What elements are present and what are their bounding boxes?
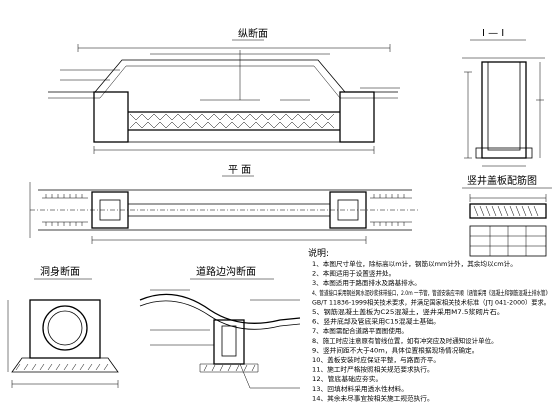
note-line: 14、其余未尽事宜按相关施工规范执行。 bbox=[312, 393, 434, 402]
left-well bbox=[93, 91, 129, 143]
plan-right-well bbox=[329, 191, 367, 229]
culvert-section-view: 洞身断面 bbox=[7, 265, 119, 388]
note-line: 6、竖井底部及管底采用C15混凝土基础。 bbox=[312, 317, 440, 326]
plan-left-hatch bbox=[42, 194, 88, 226]
longitudinal-section-view: 纵断面 bbox=[48, 27, 400, 154]
cover-rebar-title: 竖井盖板配筋图 bbox=[467, 174, 537, 187]
note-line: 4、管道接口采用钢丝网水泥砂浆抹带接口，2.0m 一节管，管道安装应平顺（涵管采… bbox=[312, 288, 550, 297]
design-notes: 说明: 1、本图尺寸单位，除标高以m计，钢筋以mm计外，其余均以cm计。2、本图… bbox=[308, 247, 550, 402]
note-line: 1、本图尺寸单位，除标高以m计，钢筋以mm计外，其余均以cm计。 bbox=[312, 259, 517, 268]
note-line: 11、施工时严格按照相关规范要求执行。 bbox=[312, 365, 434, 374]
cover-rebar-view: 竖井盖板配筋图 bbox=[462, 174, 552, 257]
note-line: GB/T 11836-1999相关技术要求，并满足国家相关技术标准（JTJ 04… bbox=[312, 297, 550, 306]
note-line: 7、本图需配合道路平面图使用。 bbox=[312, 326, 408, 335]
note-line: 5、钢筋混凝土盖板为C25混凝土，竖井采用M7.5浆砌片石。 bbox=[312, 307, 504, 316]
note-line: 8、施工时应注意原有管线位置，如有冲突应及时通知设计单位。 bbox=[312, 336, 498, 345]
note-line: 3、本图适用于路面排水及路基排水。 bbox=[312, 278, 421, 287]
culvert-section-title: 洞身断面 bbox=[40, 265, 80, 278]
plan-right-hatch bbox=[370, 194, 412, 226]
note-line: 12、管底基础应夯实。 bbox=[312, 374, 382, 383]
note-line: 10、盖板安装时应保证平整，与路面齐平。 bbox=[312, 355, 440, 364]
note-line: 9、竖井间距不大于40m，具体位置根据现场情况确定。 bbox=[312, 345, 478, 354]
section-1-1-view: I — I bbox=[462, 28, 545, 167]
note-line: 13、回填材料采用透水性材料。 bbox=[312, 384, 408, 393]
plan-view: 平 面 bbox=[29, 165, 420, 244]
note-line: 2、本图适用于设置竖井处。 bbox=[312, 269, 395, 278]
plan-title: 平 面 bbox=[228, 165, 251, 176]
pipe-bedding bbox=[129, 113, 335, 129]
longitudinal-title: 纵断面 bbox=[238, 27, 268, 40]
plan-left-well bbox=[91, 191, 129, 229]
roadside-ditch-view: 道路边沟断面 bbox=[139, 265, 301, 389]
roadside-ditch-title: 道路边沟断面 bbox=[196, 265, 256, 278]
notes-heading: 说明: bbox=[308, 247, 329, 259]
ditch-well bbox=[213, 319, 245, 365]
section-1-1-title: I — I bbox=[482, 28, 504, 39]
right-well bbox=[339, 91, 375, 143]
